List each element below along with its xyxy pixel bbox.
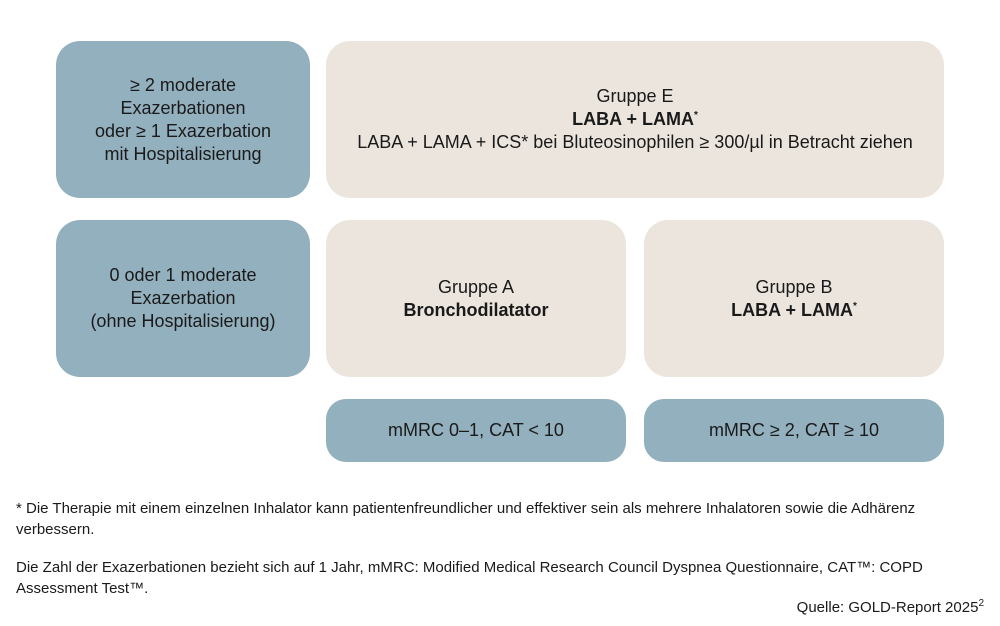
symptom-high-label: mMRC ≥ 2, CAT ≥ 10: [708, 420, 880, 440]
symptom-high-criteria: mMRC ≥ 2, CAT ≥ 10: [644, 399, 944, 462]
exacerbation-high-line-3: mit Hospitalisierung: [104, 143, 262, 164]
group-e-title: Gruppe E: [596, 86, 674, 106]
exacerbation-low-line-3: (ohne Hospitalisierung): [90, 311, 276, 331]
group-b-box: Gruppe B LABA + LAMA*: [644, 220, 944, 377]
group-a-therapy: Bronchodilatator: [403, 299, 549, 320]
group-a-box: Gruppe A Bronchodilatator: [326, 220, 626, 377]
group-a-title: Gruppe A: [437, 276, 515, 297]
group-e-therapy-text: LABA + LAMA: [572, 109, 694, 129]
source-credit: Quelle: GOLD-Report 20252: [797, 597, 984, 618]
group-b-therapy-mark: *: [852, 300, 857, 312]
exacerbation-high-line-2: oder ≥ 1 Exazerbation: [95, 120, 271, 141]
symptom-low-criteria: mMRC 0–1, CAT < 10: [326, 399, 626, 462]
group-e-therapy-mark: *: [693, 110, 698, 121]
exacerbation-low-line-2: Exazerbation: [130, 288, 236, 308]
source-reference: 2: [978, 598, 984, 609]
exacerbation-low-line-1: 0 oder 1 moderate: [109, 265, 257, 285]
group-e-alternative: LABA + LAMA + ICS* bei Bluteosinophilen …: [357, 132, 913, 152]
exacerbation-high-criteria: ≥ 2 moderate Exazerbationen oder ≥ 1 Exa…: [56, 41, 310, 198]
source-text: Quelle: GOLD-Report 2025: [796, 599, 979, 616]
exacerbation-high-line-1: ≥ 2 moderate Exazerbationen: [120, 74, 246, 118]
definitions-note: Die Zahl der Exazerbationen bezieht sich…: [16, 559, 923, 597]
group-b-therapy-text: LABA + LAMA: [731, 299, 853, 320]
group-e-box: Gruppe E LABA + LAMA* LABA + LAMA + ICS*…: [326, 41, 944, 198]
group-e-therapy: LABA + LAMA*: [572, 108, 698, 131]
group-b-title: Gruppe B: [755, 276, 833, 297]
exacerbation-low-criteria: 0 oder 1 moderate Exazerbation (ohne Hos…: [56, 220, 310, 377]
symptom-low-label: mMRC 0–1, CAT < 10: [388, 420, 564, 440]
footnote: * Die Therapie mit einem einzelnen Inhal…: [16, 500, 916, 538]
group-b-therapy: LABA + LAMA*: [731, 299, 857, 322]
